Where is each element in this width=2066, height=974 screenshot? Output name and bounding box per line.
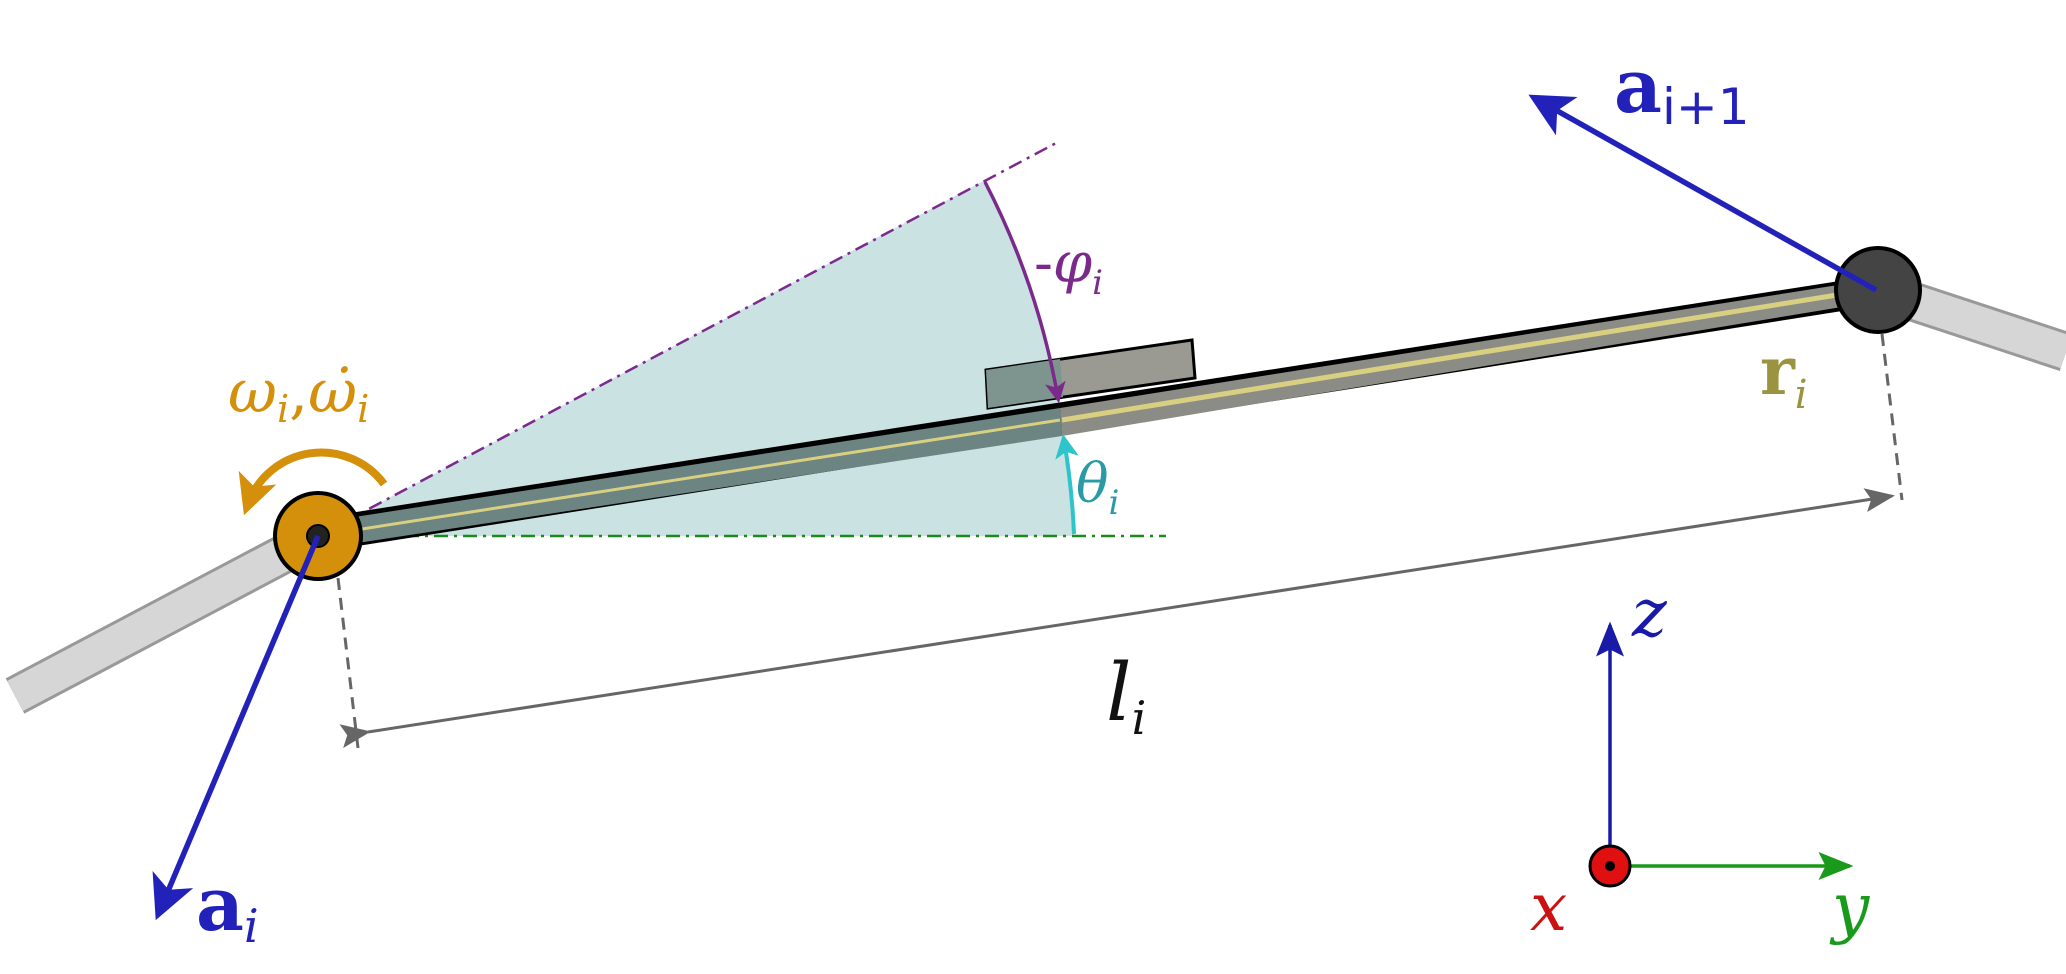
a-next-vector bbox=[1528, 94, 1878, 293]
z-axis-label: z bbox=[1631, 575, 1668, 652]
r-vector bbox=[1061, 278, 1876, 423]
a-i-vector bbox=[152, 534, 321, 921]
phi-arc bbox=[983, 181, 1066, 404]
coordinate-frame bbox=[1588, 621, 1854, 888]
length-dimension bbox=[336, 333, 1904, 749]
previous-segment bbox=[5, 518, 328, 714]
theta-label: θi bbox=[1076, 452, 1119, 523]
r-label: ri bbox=[1760, 332, 1808, 418]
phi-label: -φi bbox=[1034, 231, 1103, 303]
a-i-label: ai bbox=[196, 862, 259, 953]
l-label: li bbox=[1106, 646, 1146, 745]
sensor-box bbox=[984, 338, 1197, 410]
a-next-label: ai+1 bbox=[1614, 44, 1750, 136]
phi-reference-line bbox=[317, 140, 1059, 538]
joint-i-plus-1 bbox=[1834, 246, 1922, 334]
y-axis-label: y bbox=[1829, 869, 1870, 946]
x-axis-label: x bbox=[1530, 869, 1567, 946]
omega-label: ωi,ω̇i bbox=[228, 357, 369, 431]
omega-rotation-arrow bbox=[238, 448, 388, 516]
